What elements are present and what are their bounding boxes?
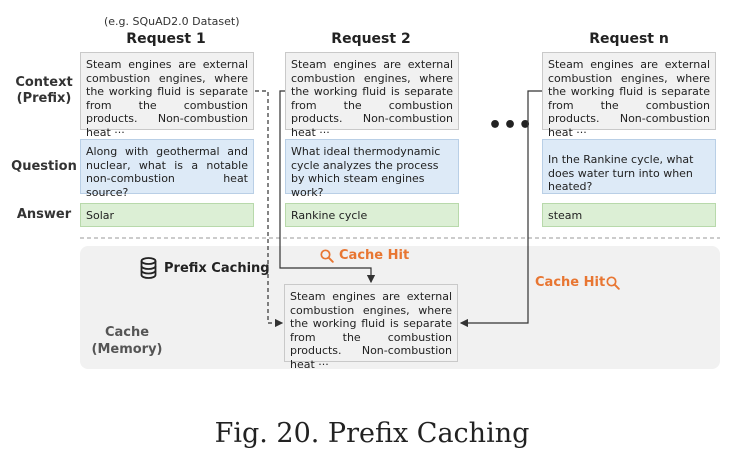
request-1-question: Along with geothermal and nuclear, what …: [80, 139, 254, 199]
row-label-question: Question: [11, 159, 77, 174]
request-2-title: Request 2: [331, 31, 411, 47]
cache-memory-label: Cache (Memory): [91, 325, 163, 357]
request-1-answer: Solar: [80, 203, 254, 227]
prefix-caching-label: Prefix Caching: [164, 261, 270, 276]
request-n-question: In the Rankine cycle, what does water tu…: [542, 139, 716, 194]
row-label-answer: Answer: [16, 207, 72, 222]
request-1-title: Request 1: [126, 31, 206, 47]
figure-caption: Fig. 20. Prefix Caching: [214, 418, 530, 449]
request-n-context: Steam engines are external combustion en…: [542, 52, 716, 139]
request-2-context: Steam engines are external combustion en…: [285, 52, 459, 139]
request-n-title: Request n: [589, 31, 669, 47]
request-1-to-cache-arrow: [255, 90, 284, 328]
database-icon: [140, 257, 157, 279]
cache-hit-label-request-2: Cache Hit: [339, 248, 410, 263]
request-2-cache-hit-arrow: [279, 90, 376, 284]
cache-hit-label-request-n: Cache Hit: [535, 275, 606, 290]
search-icon: [320, 248, 334, 263]
request-2-question: What ideal thermodynamic cycle analyzes …: [285, 139, 459, 199]
request-2-answer: Rankine cycle: [285, 203, 459, 227]
row-label-context: Context (Prefix): [15, 75, 73, 106]
search-icon: [606, 275, 620, 290]
dataset-note: (e.g. SQuAD2.0 Dataset): [104, 15, 240, 28]
more-requests-ellipsis: •••: [488, 113, 534, 138]
request-n-cache-hit-arrow: [459, 90, 542, 328]
cached-prefix-context: Steam engines are external combustion en…: [284, 284, 458, 371]
request-n-answer: steam: [542, 203, 716, 227]
request-1-context: Steam engines are external combustion en…: [80, 52, 254, 139]
